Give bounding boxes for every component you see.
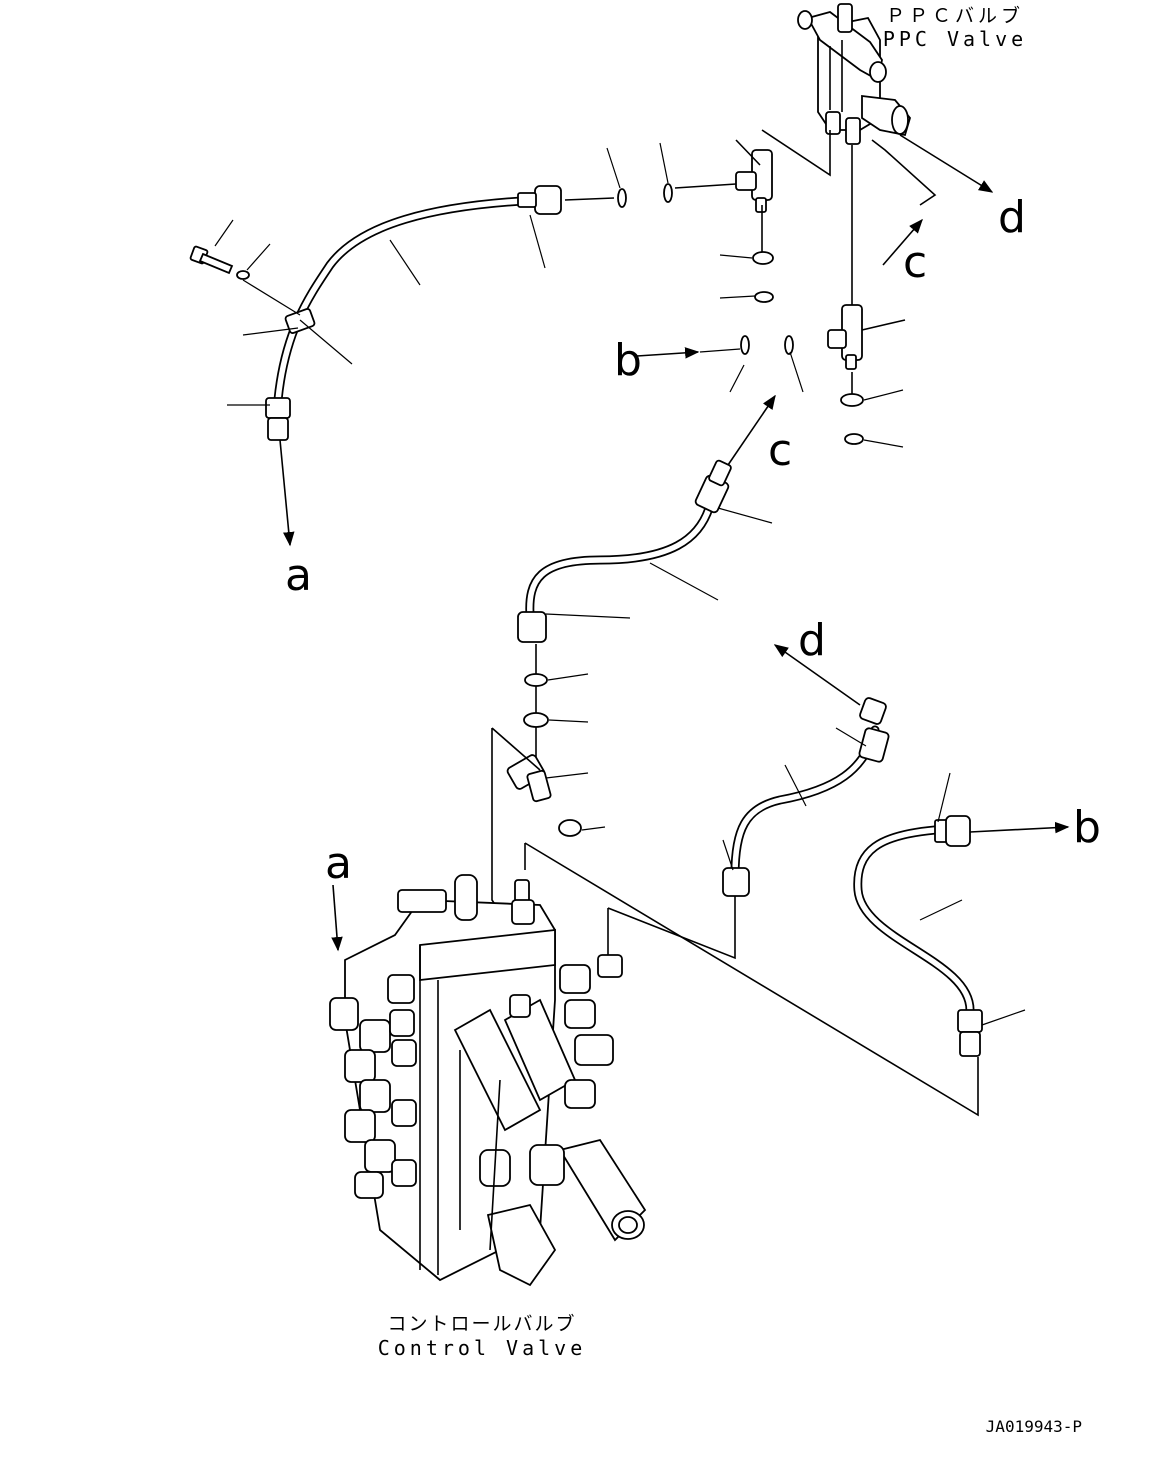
o-rings-lower: [506, 644, 606, 837]
drawing-code: JA019943-P: [986, 1417, 1082, 1436]
clamp-bolt: [189, 219, 301, 316]
tube-center: [517, 459, 773, 643]
spool-caps: [329, 974, 417, 1199]
tee-fitting-upper: [674, 139, 773, 213]
tube-b: [853, 772, 1026, 1057]
ref-label-a-cv: a: [325, 838, 352, 889]
control-valve-label-jp: コントロールバルブ: [387, 1312, 576, 1335]
ref-label-b-left: b: [614, 335, 642, 386]
ref-label-a-left: a: [285, 550, 312, 601]
ref-label-d-top: d: [998, 192, 1026, 243]
o-rings-upper: [564, 142, 904, 448]
ref-label-c-top: c: [903, 237, 927, 288]
control-valve: [329, 874, 647, 1287]
tube-left: [227, 185, 562, 441]
ppc-valve-label-jp: ＰＰＣバルブ: [886, 4, 1024, 27]
tee-fitting-middle: [827, 304, 906, 370]
ref-label-d-mid: d: [798, 615, 826, 666]
ref-label-b-right: b: [1073, 802, 1101, 853]
tube-d: [722, 697, 890, 897]
ref-label-c-mid: c: [768, 425, 792, 476]
ppc-valve-label-en: PPC Valve: [883, 27, 1027, 51]
ppc-valve: [797, 3, 911, 145]
control-valve-label-en: Control Valve: [378, 1336, 587, 1360]
